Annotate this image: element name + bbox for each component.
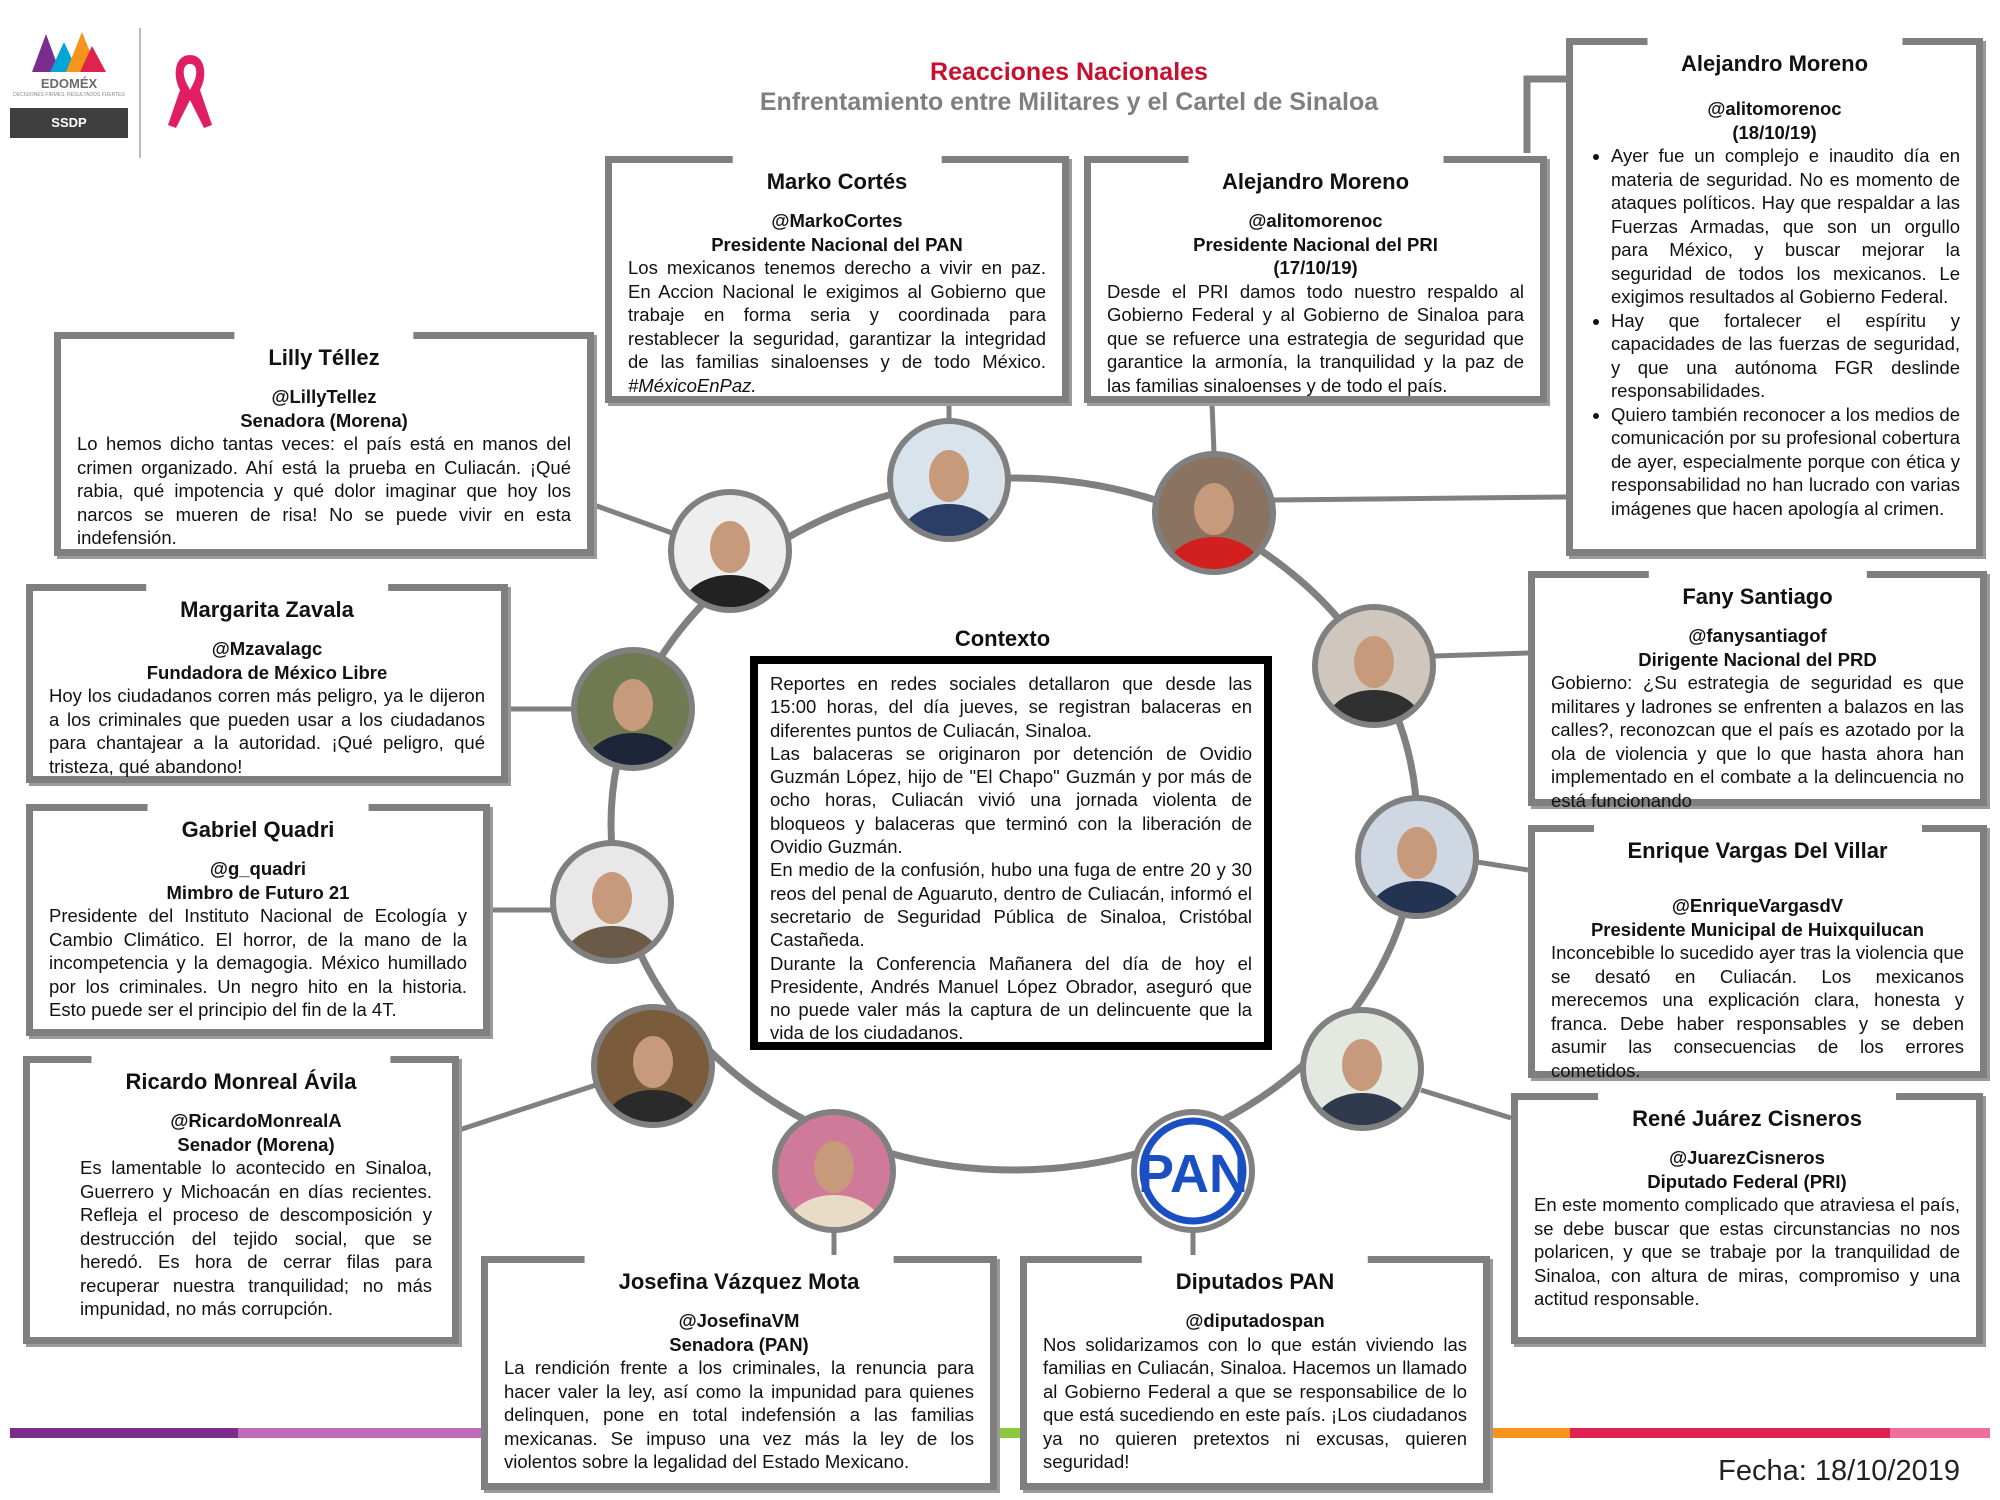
hashtag: #MéxicoEnPaz. <box>628 374 757 396</box>
edomex-mountains-icon <box>32 32 106 72</box>
avatar-lilly <box>668 489 792 613</box>
card-enrique-vargas: Enrique Vargas Del Villar @EnriqueVargas… <box>1528 824 1987 1081</box>
avatar-gabriel <box>550 840 674 964</box>
pink-ribbon-icon <box>168 55 212 128</box>
card-margarita-zavala: Margarita Zavala @Mzavalagc Fundadora de… <box>26 583 508 783</box>
avatar-rene <box>1300 1007 1424 1131</box>
card-ricardo-monreal: Ricardo Monreal Ávila @RicardoMonrealA S… <box>23 1055 459 1344</box>
avatar-ricardo <box>591 1004 715 1128</box>
avatar-marko <box>887 418 1011 542</box>
card-diputados-pan: Diputados PAN @diputadospan Nos solidari… <box>1020 1255 1490 1490</box>
avatar-enrique <box>1355 795 1479 919</box>
ssdp-badge: SSDP <box>10 108 128 138</box>
avatar-alejandro <box>1152 451 1276 575</box>
page-subtitle: Enfrentamiento entre Militares y el Cart… <box>759 88 1379 116</box>
svg-text:PAN: PAN <box>1138 1144 1248 1204</box>
card-josefina-vazquez-mota: Josefina Vázquez Mota @JosefinaVM Senado… <box>481 1255 997 1490</box>
bottom-color-bar <box>10 1428 1990 1438</box>
report-date: Fecha: 18/10/2019 <box>1718 1455 1960 1487</box>
card-marko-cortes: Marko Cortés @MarkoCortes Presidente Nac… <box>605 155 1069 403</box>
connector-lines <box>458 75 1567 1256</box>
context-box: Reportes en redes sociales detallaron qu… <box>750 656 1272 1050</box>
edomex-logo: EDOMÉX DECISIONES FIRMES, RESULTADOS FUE… <box>10 28 128 138</box>
page-title: Reacciones Nacionales <box>930 58 1208 86</box>
avatar-fany <box>1312 604 1436 728</box>
card-gabriel-quadri: Gabriel Quadri @g_quadri Mimbro de Futur… <box>26 803 490 1036</box>
avatar-margarita <box>571 647 695 771</box>
card-fany-santiago: Fany Santiago @fanysantiagof Dirigente N… <box>1528 570 1987 811</box>
pan-logo: PAN <box>1131 1109 1255 1233</box>
card-lilly-tellez: Lilly Téllez @LillyTellez Senadora (More… <box>54 331 594 556</box>
context-label: Contexto <box>954 626 1051 651</box>
card-rene-juarez-cisneros: René Juárez Cisneros @JuarezCisneros Dip… <box>1511 1092 1983 1344</box>
avatar-josefina <box>772 1109 896 1233</box>
card-alejandro-moreno-bullets: Alejandro Moreno @alitomorenoc (18/10/19… <box>1566 37 1983 556</box>
card-alejandro-moreno-pri: Alejandro Moreno @alitomorenoc President… <box>1084 155 1547 403</box>
